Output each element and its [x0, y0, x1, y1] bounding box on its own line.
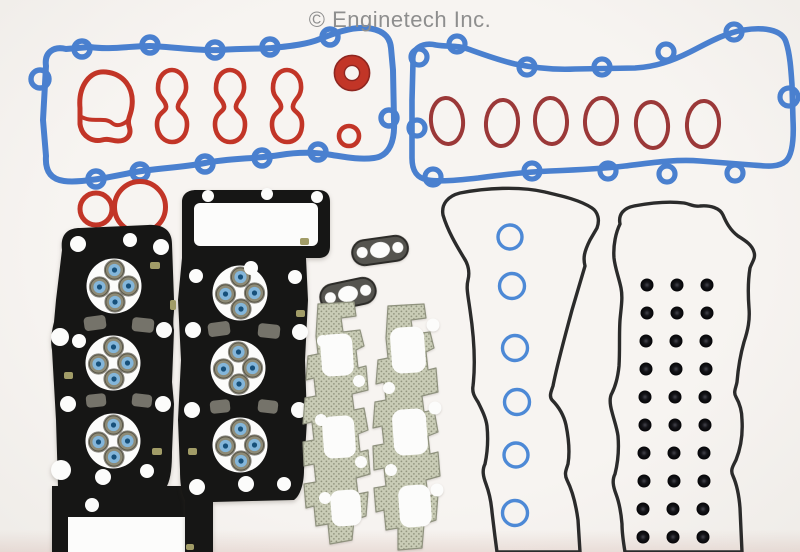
left-valve-cover-gasket [28, 24, 400, 190]
spark-tube-seal-1 [157, 70, 187, 142]
grommet-cover-gasket [608, 200, 757, 552]
egr-gasket-upper [351, 234, 409, 267]
watermark-text: © Enginetech Inc. [308, 7, 492, 32]
spark-tube-seal-3 [272, 70, 302, 142]
bolt-holes-right-head-gasket [184, 188, 323, 495]
head-gasket-left [51, 224, 206, 552]
o-ring-seal [336, 123, 362, 149]
surface-patches-right [186, 238, 309, 550]
exhaust-manifold-gasket-left [302, 301, 371, 545]
bolt-hole-tabs-left-cover [28, 26, 400, 190]
bolt-hole-tabs-right-cover [406, 21, 800, 188]
right-valve-cover-gasket [406, 21, 800, 188]
egr-gasket-lower [319, 276, 377, 312]
bolt-holes-left-head-gasket [51, 233, 172, 512]
front-cover-gasket [440, 186, 601, 552]
grommet-grid [636, 278, 714, 544]
surface-patches-left [64, 262, 176, 455]
port-seal-rings [428, 96, 722, 150]
head-gasket-right [178, 188, 330, 552]
intake-port-seal-blob [77, 69, 135, 144]
exhaust-manifold-gasket-right [372, 303, 444, 551]
seal-rings-blue [496, 223, 532, 528]
spark-tube-seal-2 [215, 70, 245, 142]
camshaft-seal [333, 54, 371, 92]
